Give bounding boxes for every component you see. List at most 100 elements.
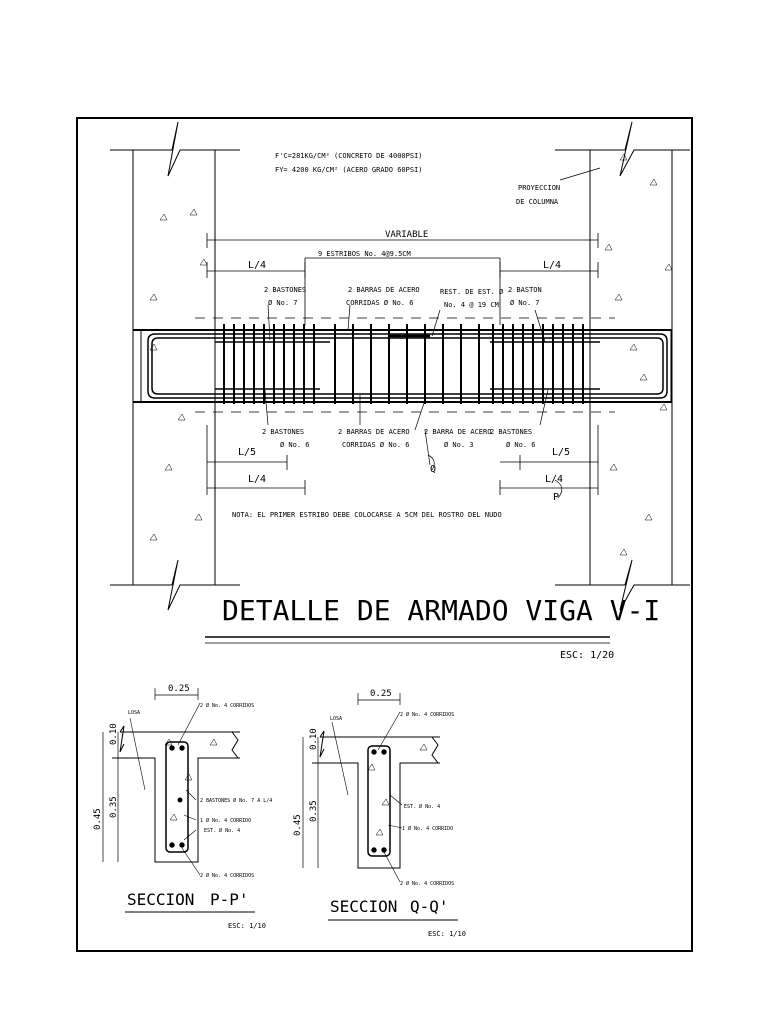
hatch-mark xyxy=(149,533,158,541)
hatch-mark xyxy=(164,463,173,471)
p-bot-bars: 2 Ø No. 4 CORRIDOS xyxy=(200,872,254,879)
q-h-total: 0.45 xyxy=(293,814,303,836)
hatch-mark xyxy=(149,293,158,301)
columna-label: DE COLUMNA xyxy=(516,198,559,206)
q-top-bars: 2 Ø No. 4 CORRIDOS xyxy=(400,711,454,718)
hatch-mark xyxy=(189,208,198,216)
top-barras-size: CORRIDAS Ø No. 6 xyxy=(346,299,413,307)
p-losa: LOSA xyxy=(128,710,140,716)
cut-p-label: P xyxy=(553,492,559,503)
fc-note: F'C=281KG/CM² (CONCRETO DE 4000PSI) xyxy=(275,152,423,160)
q-section-cut: Q-Q' xyxy=(410,897,449,916)
hatch-mark xyxy=(209,738,218,746)
p-width: 0.25 xyxy=(168,684,190,694)
q-scale: ESC: 1/10 xyxy=(428,930,466,938)
q-section-label: SECCION xyxy=(330,897,397,916)
hatch-mark xyxy=(644,513,653,521)
hatch-mark xyxy=(169,813,178,821)
q-est: EST. Ø No. 4 xyxy=(404,803,440,810)
hatch-mark xyxy=(649,178,658,186)
hatch-mark xyxy=(664,263,673,271)
proyeccion-label: PROYECCION xyxy=(518,184,560,192)
bot-bastones-left-label: 2 BASTONES xyxy=(262,428,304,436)
hatch-mark xyxy=(194,513,203,521)
hatch-mark xyxy=(177,413,186,421)
bot-bastones-right-label: 2 BASTONES xyxy=(490,428,532,436)
p-bastones: 2 BASTONES Ø No. 7 A L/4 xyxy=(200,797,272,804)
bot-barras-size: CORRIDAS Ø No. 6 xyxy=(342,441,409,449)
p-h-web: 0.35 xyxy=(109,796,119,818)
fy-note: FY= 4200 KG/CM² (ACERO GRADO 60PSI) xyxy=(275,166,423,174)
l5-right: L/5 xyxy=(552,447,570,458)
q-losa: LOSA xyxy=(330,716,342,722)
p-section-cut: P-P' xyxy=(210,890,249,909)
top-bastones-size: Ø No. 7 xyxy=(268,299,298,307)
hatch-mark xyxy=(375,828,384,836)
p-h-total: 0.45 xyxy=(93,808,103,830)
left-column xyxy=(110,121,240,611)
p-section-label: SECCION xyxy=(127,890,194,909)
l4-bot-right: L/4 xyxy=(545,474,563,485)
bot-barra-size: Ø No. 3 xyxy=(444,441,474,449)
l5-left: L/5 xyxy=(238,447,256,458)
p-top-bars: 2 Ø No. 4 CORRIDOS xyxy=(200,702,254,709)
section-q-labels: 0.25 LOSA 2 Ø No. 4 CORRIDOS EST. Ø No. … xyxy=(293,689,466,938)
p-scale: ESC: 1/10 xyxy=(228,922,266,930)
estribos-label: 9 ESTRIBOS No. 4@9.5CM xyxy=(318,250,411,258)
bottom-dimensions xyxy=(206,425,599,495)
hatch-mark xyxy=(639,373,648,381)
hatch-mark xyxy=(609,463,618,471)
top-bastones-label: 2 BASTONES xyxy=(264,286,306,294)
right-column xyxy=(555,121,690,611)
hatch-mark xyxy=(149,343,158,351)
elevation-labels: F'C=281KG/CM² (CONCRETO DE 4000PSI) FY= … xyxy=(232,152,570,519)
sheet-frame xyxy=(76,117,693,952)
title-scale: ESC: 1/20 xyxy=(560,650,614,661)
hatch-mark xyxy=(419,743,428,751)
bot-bastones-right-size: Ø No. 6 xyxy=(506,441,536,449)
top-dimensions xyxy=(195,233,615,413)
q-h-web: 0.35 xyxy=(309,800,319,822)
q-bot-bars: 2 Ø No. 4 CORRIDOS xyxy=(400,880,454,887)
hatch-mark xyxy=(367,763,376,771)
hatch-mark xyxy=(604,243,613,251)
variable-dim: VARIABLE xyxy=(385,230,428,240)
beam-elevation xyxy=(110,121,690,611)
l4-top-left: L/4 xyxy=(248,260,266,271)
bot-barras-label: 2 BARRAS DE ACERO xyxy=(338,428,410,436)
title-text: DETALLE DE ARMADO VIGA V-I xyxy=(222,594,660,627)
concrete-hatch xyxy=(149,153,673,836)
top-barras-label: 2 BARRAS DE ACERO xyxy=(348,286,420,294)
section-p-labels: 0.25 LOSA 2 Ø No. 4 CORRIDOS 2 BASTONES … xyxy=(93,684,272,930)
baston-right-size: Ø No. 7 xyxy=(510,299,540,307)
l4-bot-left: L/4 xyxy=(248,474,266,485)
rest-label: REST. DE EST. Ø xyxy=(440,288,504,296)
stirrups xyxy=(223,324,584,404)
p-mid-bar: 1 Ø No. 4 CORRIDO xyxy=(200,817,251,824)
p-est: EST. Ø No. 4 xyxy=(204,827,240,834)
hatch-mark xyxy=(199,258,208,266)
baston-right-label: 2 BASTON xyxy=(508,286,542,294)
p-h-slab: 0.10 xyxy=(109,723,119,745)
q-width: 0.25 xyxy=(370,689,392,699)
nota-label: NOTA: EL PRIMER ESTRIBO DEBE COLOCARSE A… xyxy=(232,511,502,519)
hatch-mark xyxy=(619,153,628,161)
hatch-mark xyxy=(614,293,623,301)
rest-spacing: No. 4 @ 19 CM xyxy=(444,301,499,309)
hatch-mark xyxy=(381,798,390,806)
l4-top-right: L/4 xyxy=(543,260,561,271)
hatch-mark xyxy=(629,343,638,351)
bot-bastones-left-size: Ø No. 6 xyxy=(280,441,310,449)
cut-q-label: Q xyxy=(430,464,436,475)
section-p xyxy=(102,688,240,876)
drawing-title: DETALLE DE ARMADO VIGA V-I ESC: 1/20 xyxy=(205,594,660,661)
hatch-mark xyxy=(619,548,628,556)
hatch-mark xyxy=(659,403,668,411)
hatch-mark xyxy=(159,213,168,221)
leaders xyxy=(264,167,601,499)
section-q xyxy=(302,693,440,883)
bot-barra-label: 2 BARRA DE ACERO xyxy=(424,428,491,436)
q-h-slab: 0.10 xyxy=(309,728,319,750)
q-mid-bar: 1 Ø No. 4 CORRIDO xyxy=(402,825,453,832)
